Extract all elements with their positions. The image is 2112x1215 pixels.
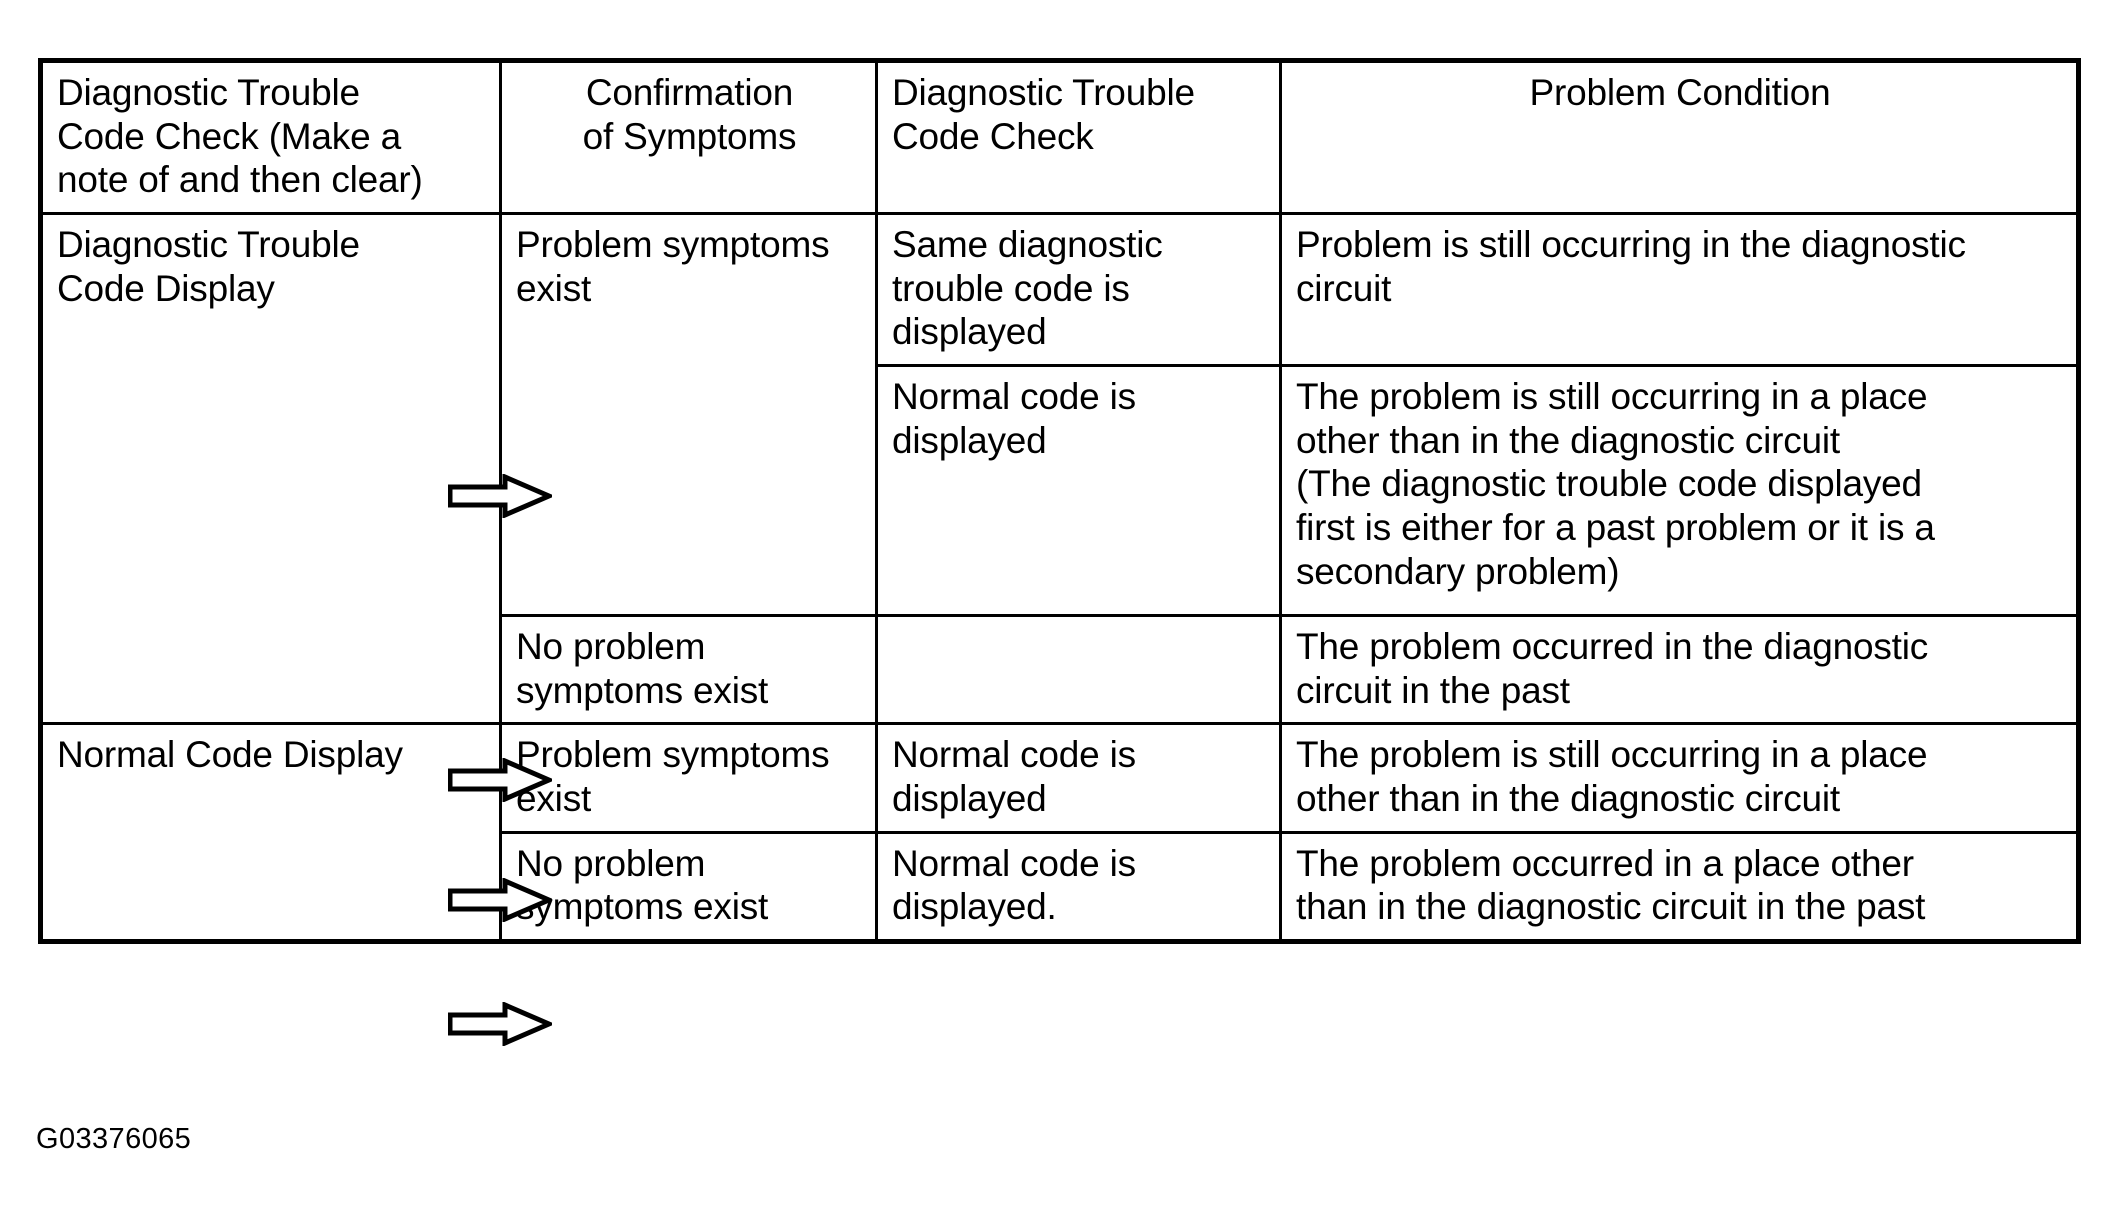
cell-line: circuit in the past (1296, 669, 1570, 711)
cell-line: Code Display (57, 267, 275, 309)
cell-dtc-result-normal-code-displayed-3: Normal code is displayed. (875, 830, 1282, 943)
diagnostic-trouble-code-table-wrapper: Diagnostic Trouble Code Check (Make a no… (38, 58, 2081, 944)
header-line: Code Check (892, 115, 1094, 157)
cell-line: other than in the diagnostic circuit (1296, 419, 1841, 461)
header-line: note of and then clear) (57, 159, 423, 201)
cell-dtc-check-normal-code-display: Normal Code Display (39, 722, 502, 943)
cell-problem-condition-occurred-diagnostic-circuit-past: The problem occurred in the diagnostic c… (1279, 613, 2080, 726)
figure-caption: G03376065 (36, 1123, 192, 1155)
table-row: Normal code is displayed The problem is … (41, 363, 2080, 617)
header-line: Diagnostic Trouble (57, 72, 360, 113)
cell-line: Normal code is (892, 375, 1136, 417)
cell-line: The problem is still occurring in a plac… (1296, 734, 1928, 776)
cell-line: No problem (516, 625, 706, 667)
column-header-problem-condition: Problem Condition (1279, 59, 2080, 215)
cell-dtc-result-normal-code-displayed-2: Normal code is displayed (875, 722, 1282, 834)
header-line: Code Check (Make a (57, 115, 401, 157)
cell-problem-condition-occurred-other-place-past: The problem occurred in a place other th… (1279, 830, 2080, 943)
column-header-dtc-check-make-note: Diagnostic Trouble Code Check (Make a no… (39, 59, 502, 215)
cell-line: displayed. (892, 886, 1057, 928)
column-header-confirmation-of-symptoms: Confirmation of Symptoms (499, 59, 878, 215)
cell-line: Diagnostic Trouble (57, 223, 360, 265)
cell-line: symptoms exist (516, 669, 769, 711)
cell-line: circuit (1296, 267, 1392, 309)
cell-line: The problem is still occurring in a plac… (1296, 375, 1928, 417)
cell-line: displayed (892, 311, 1047, 353)
cell-line: than in the diagnostic circuit in the pa… (1296, 886, 1926, 928)
cell-line: Normal code is (892, 734, 1136, 776)
column-header-diagnostic-trouble-code-check: Diagnostic Trouble Code Check (875, 59, 1282, 215)
cell-line: first is either for a past problem or it… (1296, 506, 1935, 548)
cell-line: displayed (892, 777, 1047, 819)
header-row: Diagnostic Trouble Code Check (Make a no… (39, 59, 2080, 215)
cell-line: symptoms exist (516, 886, 769, 928)
arrow-to-normal-code-no-problem-symptoms (448, 1002, 552, 1046)
table-header: Diagnostic Trouble Code Check (Make a no… (39, 59, 2080, 215)
cell-dtc-check-diagnostic-trouble-code-display: Diagnostic Trouble Code Display (39, 211, 502, 726)
diagnostic-trouble-code-table: Diagnostic Trouble Code Check (Make a no… (38, 58, 2081, 944)
table-row: No problem symptoms exist The problem oc… (41, 613, 2080, 726)
header-line: of Symptoms (582, 115, 797, 157)
cell-line: The problem occurred in the diagnostic (1296, 625, 1929, 667)
cell-line: Normal code is (892, 842, 1136, 884)
header-line: Confirmation (585, 72, 794, 113)
cell-line: exist (516, 777, 592, 819)
cell-dtc-result-normal-code-displayed-1: Normal code is displayed (875, 363, 1282, 617)
cell-dtc-result-empty (875, 613, 1282, 726)
cell-confirmation-no-problem-symptoms-exist-2: No problem symptoms exist (499, 830, 878, 943)
cell-line: Problem is still occurring in the diagno… (1296, 223, 1966, 265)
cell-line: displayed (892, 419, 1047, 461)
cell-line: Normal Code Display (57, 734, 403, 776)
cell-confirmation-problem-symptoms-exist-2: Problem symptoms exist (499, 722, 878, 834)
cell-line: exist (516, 267, 592, 309)
table-row: Diagnostic Trouble Code Display Problem … (39, 211, 2080, 726)
cell-line: trouble code is (892, 267, 1130, 309)
cell-line: Same diagnostic (892, 223, 1163, 265)
table-body: Diagnostic Trouble Code Display Problem … (39, 211, 2080, 943)
cell-confirmation-no-problem-symptoms-exist-1: No problem symptoms exist (499, 613, 878, 726)
table-row: No problem symptoms exist Normal code is… (41, 830, 2080, 943)
cell-line: Problem symptoms (516, 734, 830, 776)
cell-problem-condition-still-occurring-diagnostic-circuit: Problem is still occurring in the diagno… (1279, 211, 2080, 367)
cell-line: Problem symptoms (516, 223, 830, 265)
table-row: Normal Code Display Problem symptoms exi… (39, 722, 2080, 943)
cell-dtc-result-same-diagnostic-trouble-code: Same diagnostic trouble code is displaye… (875, 211, 1282, 367)
cell-line: The problem occurred in a place other (1296, 842, 1914, 884)
cell-confirmation-problem-symptoms-exist: Problem symptoms exist (499, 211, 878, 617)
header-line: Problem Condition (1529, 72, 1831, 113)
header-line: Diagnostic Trouble (892, 72, 1195, 113)
cell-line: secondary problem) (1296, 550, 1620, 592)
cell-line: other than in the diagnostic circuit (1296, 777, 1841, 819)
cell-line: (The diagnostic trouble code displayed (1296, 463, 1922, 505)
cell-problem-condition-other-than-diagnostic-circuit: The problem is still occurring in a plac… (1279, 722, 2080, 834)
cell-problem-condition-other-than-diagnostic-circuit-long: The problem is still occurring in a plac… (1279, 363, 2080, 617)
cell-line: No problem (516, 842, 706, 884)
